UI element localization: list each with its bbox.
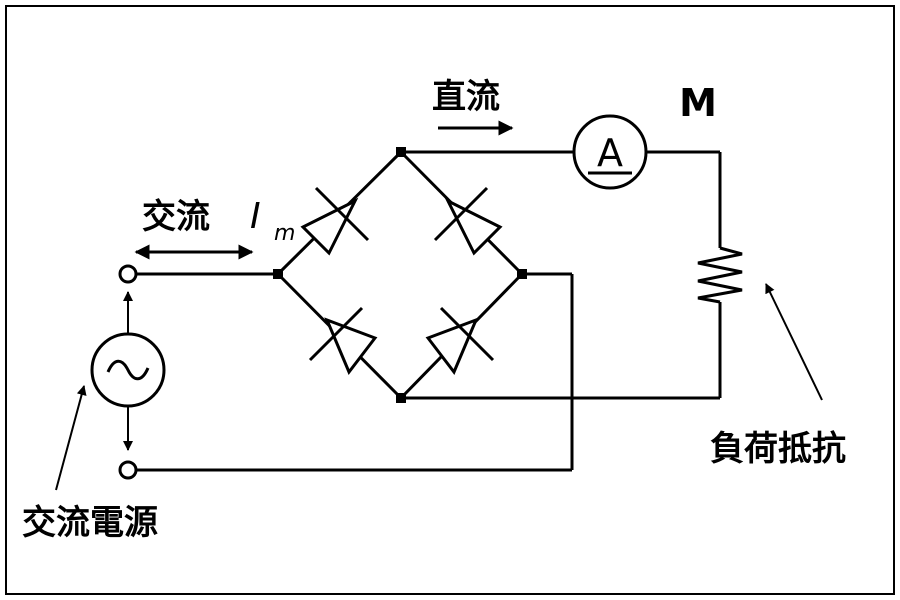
junction-left [273,269,283,279]
diode-lower-left [308,306,378,375]
diode-lower-right [425,306,495,375]
diode-upper-left [300,186,370,256]
meter-label: M [679,81,717,125]
ac-power-source-label: 交流電源 [22,503,158,543]
current-subscript: m [274,221,295,246]
junction-right [517,269,527,279]
load-resistor-pointer [765,283,823,401]
junction-bottom [396,393,406,403]
diagram-border [5,5,895,595]
terminal-bottom [118,460,138,480]
terminal-top [118,264,138,284]
ac-source [90,332,166,408]
ac-current-label: 交流 [142,197,210,237]
current-symbol: I [250,196,261,237]
ammeter: A [572,114,648,190]
load-resistor-label: 負荷抵抗 [710,429,846,469]
dc-current-label: 直流 [432,77,500,117]
diode-upper-right [433,186,503,256]
wires [136,150,722,472]
ac-source-pointer [55,385,87,491]
junction-top [396,147,406,157]
load-resistor-symbol [697,246,743,304]
ammeter-symbol: A [597,131,623,175]
